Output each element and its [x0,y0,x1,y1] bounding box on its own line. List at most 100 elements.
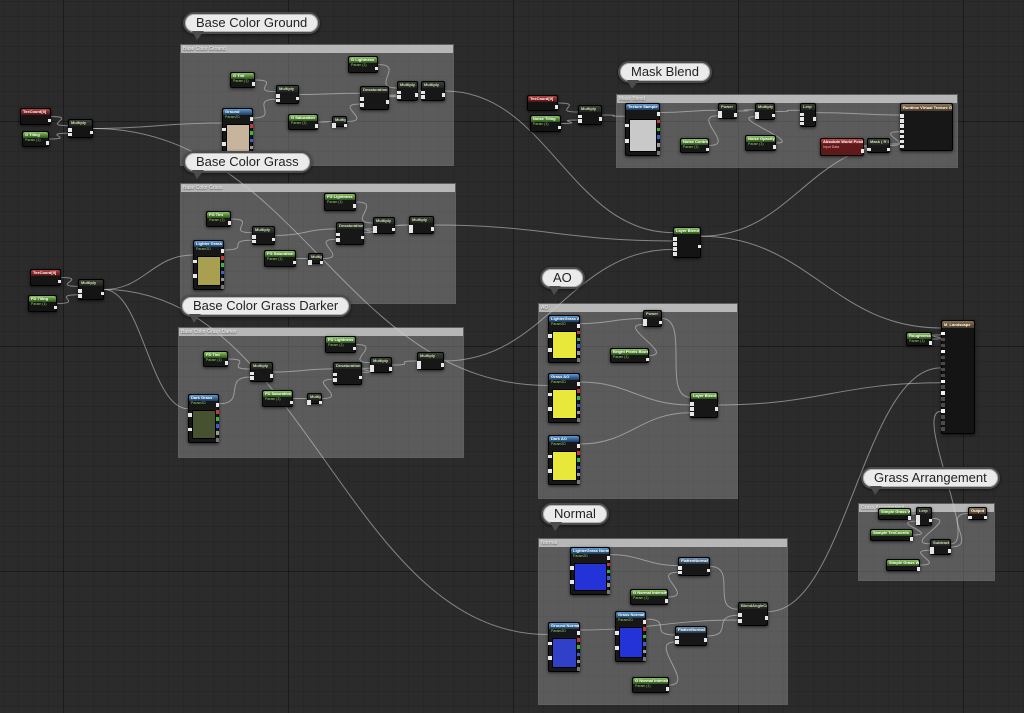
input-pin[interactable] [625,139,629,143]
output-pin[interactable] [772,145,776,149]
output-pin[interactable] [100,291,104,295]
output-pin[interactable] [642,657,646,661]
input-pin[interactable] [188,427,192,432]
output-pin[interactable] [360,235,364,239]
output-pin[interactable] [385,100,389,104]
input-pin[interactable] [867,147,871,151]
output-pin[interactable] [764,616,768,620]
output-pin[interactable] [215,403,219,407]
input-pin[interactable] [336,238,340,242]
input-pin[interactable] [548,348,552,352]
output-pin[interactable] [642,634,646,639]
output-pin[interactable] [576,382,580,386]
input-pin[interactable] [930,550,934,555]
input-pin[interactable] [548,407,552,411]
input-pin[interactable] [675,640,679,644]
node-tc-m[interactable]: TexCoord[0] [527,95,558,111]
input-pin[interactable] [673,252,677,256]
input-pin[interactable] [307,401,311,405]
input-pin[interactable] [941,355,945,360]
output-pin[interactable] [916,567,920,571]
output-pin[interactable] [947,549,951,553]
input-pin[interactable] [941,349,945,354]
output-pin[interactable] [352,346,356,350]
input-pin[interactable] [916,518,920,522]
node-mul-m[interactable]: Multiply [578,105,602,125]
output-pin[interactable] [576,396,580,400]
input-pin[interactable] [941,373,945,378]
input-pin[interactable] [673,242,677,246]
output-pin[interactable] [576,631,580,635]
input-pin[interactable] [718,114,722,119]
output-pin[interactable] [430,227,434,231]
input-pin[interactable] [673,237,677,241]
output-pin[interactable] [576,667,580,671]
input-pin[interactable] [578,114,582,119]
output-pin[interactable] [642,627,646,631]
output-pin[interactable] [645,357,649,361]
output-pin[interactable] [53,305,57,309]
input-pin[interactable] [941,331,945,336]
node-fd-mul3[interactable]: Multiply [370,357,392,373]
node-mul-a[interactable]: Multiply [68,119,93,138]
node-fg-mul2[interactable]: Multiply [308,253,323,265]
input-pin[interactable] [421,95,425,99]
output-pin[interactable] [928,518,932,522]
output-pin[interactable] [598,117,602,121]
input-pin[interactable] [941,403,945,407]
output-pin[interactable] [606,562,610,567]
input-pin[interactable] [941,409,945,413]
output-pin[interactable] [295,96,299,100]
output-pin[interactable] [220,270,224,275]
output-pin[interactable] [642,642,646,646]
node-mask-mul[interactable]: Multiply [755,103,775,120]
output-pin[interactable] [557,125,561,129]
input-pin[interactable] [900,119,904,123]
input-pin[interactable] [678,570,682,575]
output-pin[interactable] [606,576,610,580]
node-ao-blend[interactable]: Layer Blend [690,392,718,418]
input-pin[interactable] [690,412,694,416]
output-pin[interactable] [220,277,224,282]
input-pin[interactable] [941,385,945,389]
comment-base-color-grass[interactable]: Base Color Grass [180,183,456,304]
input-pin[interactable] [417,361,421,365]
node-arr-p3[interactable]: Simple Grass Wind [886,559,920,571]
input-pin[interactable] [548,454,552,459]
output-pin[interactable] [440,363,444,367]
node-tc-a[interactable]: TexCoord[0] [20,108,51,125]
input-pin[interactable] [675,635,679,640]
input-pin[interactable] [800,117,804,121]
comment-base-color-grass-darker[interactable]: Base Color Grass Darker [178,327,464,458]
output-pin[interactable] [352,204,356,208]
node-arr-p1[interactable]: Simple Grass Wind [878,508,911,520]
output-pin[interactable] [220,256,224,260]
output-pin[interactable] [220,285,224,289]
input-pin[interactable] [333,372,337,377]
input-pin[interactable] [548,392,552,397]
output-pin[interactable] [47,118,51,122]
input-pin[interactable] [900,144,904,149]
output-pin[interactable] [45,141,49,145]
output-pin[interactable] [606,590,610,594]
output-pin[interactable] [441,93,445,97]
input-pin[interactable] [548,334,552,338]
output-pin[interactable] [714,407,718,411]
input-pin[interactable] [900,114,904,118]
input-pin[interactable] [222,142,226,146]
output-pin[interactable] [414,93,418,97]
output-pin[interactable] [576,330,580,335]
